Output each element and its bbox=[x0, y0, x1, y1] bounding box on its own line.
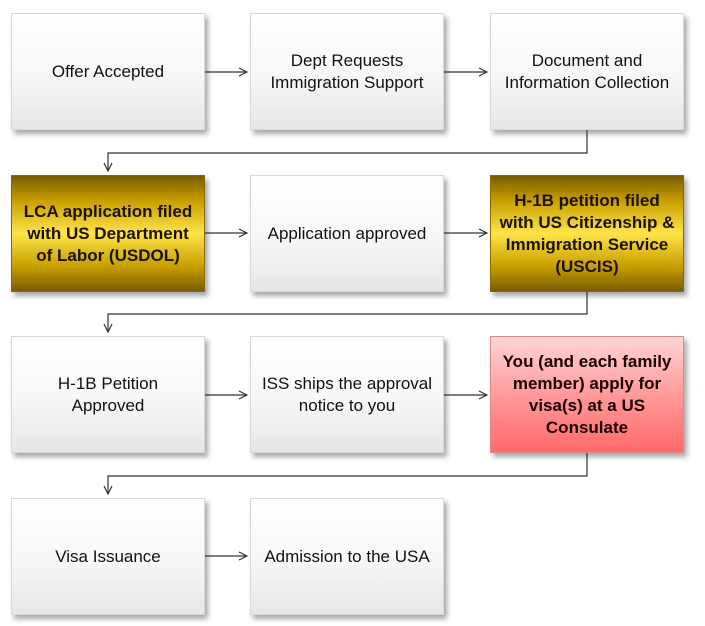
step-h1b-petition-filed: H-1B petition filed with US Citizenship … bbox=[490, 175, 684, 292]
step-label: You (and each family member) apply for v… bbox=[502, 351, 672, 437]
step-label: Offer Accepted bbox=[51, 61, 165, 81]
step-label: Application approved bbox=[267, 223, 427, 243]
step-iss-ships-approval-notice: ISS ships the approval notice to you bbox=[250, 336, 444, 453]
step-label: H-1B Petition Approved bbox=[57, 373, 159, 415]
step-application-approved: Application approved bbox=[250, 175, 444, 292]
step-lca-application-filed: LCA application filed with US Department… bbox=[11, 175, 205, 292]
step-admission-to-usa: Admission to the USA bbox=[250, 498, 444, 615]
step-offer-accepted: Offer Accepted bbox=[11, 13, 205, 130]
step-label: ISS ships the approval notice to you bbox=[261, 373, 433, 415]
step-label: Admission to the USA bbox=[264, 546, 430, 566]
arrow-collection-to-lca bbox=[108, 130, 588, 171]
step-label: Visa Issuance bbox=[55, 546, 161, 566]
step-label: LCA application filed with US Department… bbox=[23, 201, 193, 265]
step-apply-for-visa: You (and each family member) apply for v… bbox=[490, 336, 684, 453]
step-label: Document and Information Collection bbox=[504, 50, 670, 92]
step-document-information-collection: Document and Information Collection bbox=[490, 13, 684, 130]
step-h1b-petition-approved: H-1B Petition Approved bbox=[11, 336, 205, 453]
arrow-apply-visa-to-issuance bbox=[108, 453, 588, 494]
step-dept-requests-immigration-support: Dept Requests Immigration Support bbox=[250, 13, 444, 130]
arrow-h1b-filed-to-petition-approved bbox=[108, 292, 588, 332]
step-label: H-1B petition filed with US Citizenship … bbox=[499, 190, 675, 276]
step-label: Dept Requests Immigration Support bbox=[270, 50, 424, 92]
step-visa-issuance: Visa Issuance bbox=[11, 498, 205, 615]
